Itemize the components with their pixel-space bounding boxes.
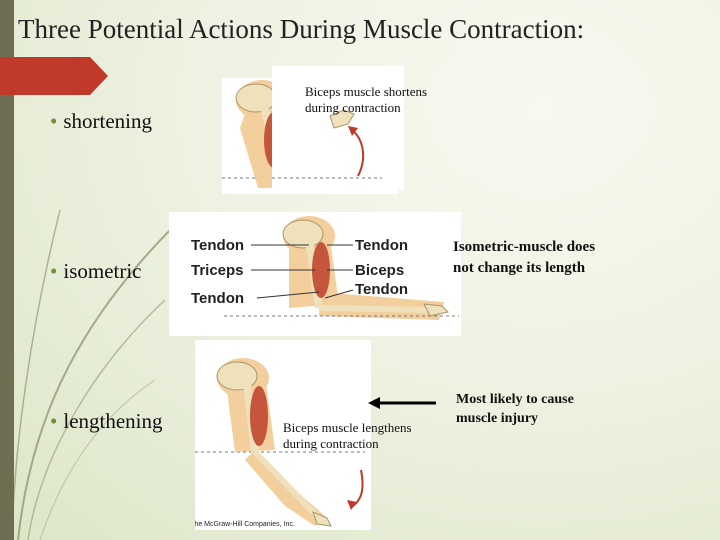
lengthening-illustration: ©The McGraw-Hill Companies, Inc.: [195, 340, 371, 530]
bullet-shortening: •shortening: [50, 109, 152, 134]
hand-and-arrow-image: [272, 109, 382, 179]
slide-title: Three Potential Actions During Muscle Co…: [18, 14, 585, 44]
bullet-marker: •: [50, 109, 58, 133]
left-accent-bar: [0, 0, 14, 540]
bullet-lengthening: •lengthening: [50, 409, 163, 434]
bullet-marker: •: [50, 259, 58, 283]
tendon-label-bottom-left: Tendon: [191, 290, 244, 307]
lengthening-caption: Biceps muscle lengthens during contracti…: [283, 420, 412, 451]
copyright-text: ©The McGraw-Hill Companies, Inc.: [195, 520, 295, 528]
isometric-illustration: Tendon Triceps Tendon Tendon Biceps Tend…: [169, 212, 461, 336]
bullet-label: lengthening: [63, 409, 163, 433]
biceps-label: Biceps: [355, 262, 404, 279]
shortening-inset: [272, 66, 404, 190]
left-arrow-icon: [368, 397, 436, 409]
shortening-caption: Biceps muscle shortens during contractio…: [305, 84, 428, 115]
arm-extended-image: ©The McGraw-Hill Companies, Inc.: [195, 358, 365, 528]
bullet-label: shortening: [63, 109, 153, 133]
bullet-label: isometric: [63, 259, 142, 283]
title-accent-tab: [0, 57, 108, 95]
triceps-label: Triceps: [191, 262, 244, 279]
tendon-label-top-left: Tendon: [191, 237, 244, 254]
isometric-note: Isometric-muscle does not change its len…: [453, 239, 596, 276]
arm-isometric-image: Tendon Triceps Tendon Tendon Biceps Tend…: [191, 216, 459, 320]
bullet-isometric: •isometric: [50, 259, 142, 284]
bullet-marker: •: [50, 409, 58, 433]
lengthening-note: Most likely to cause muscle injury: [456, 392, 574, 426]
tendon-label-bottom-right: Tendon: [355, 281, 408, 298]
tendon-label-top-right: Tendon: [355, 237, 408, 254]
